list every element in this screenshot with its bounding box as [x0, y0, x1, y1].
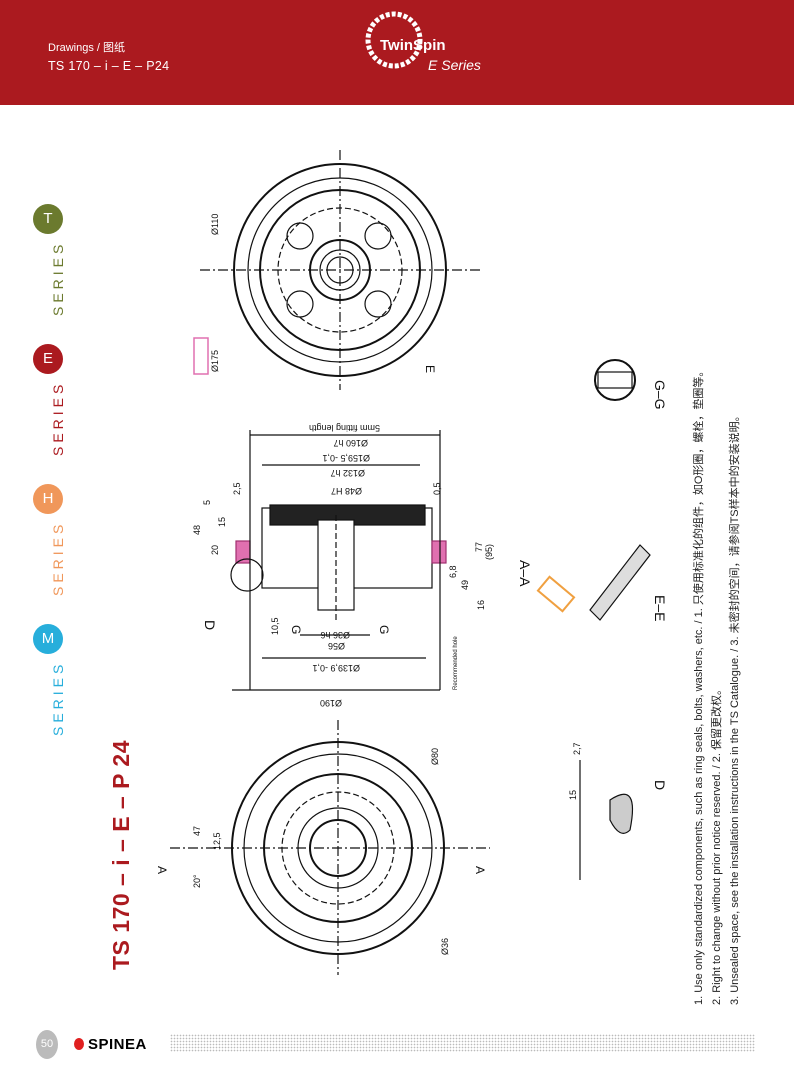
cut-a-label: A [155, 866, 169, 874]
cut-a-label: A [473, 866, 487, 874]
dim: 20 [210, 545, 220, 555]
dim: Ø139,9 -0,1 [312, 663, 360, 673]
series-h-badge[interactable]: H [33, 484, 63, 514]
detail-e-label: E–E [652, 595, 668, 621]
series-m-badge[interactable]: M [33, 624, 63, 654]
dim: 5mm fitting length [309, 423, 380, 433]
breadcrumb: Drawings / 图纸 [48, 42, 126, 54]
dim: 15 [217, 517, 227, 527]
cut-g-label: G [377, 625, 391, 634]
section-label: A–A [517, 560, 533, 587]
note-3: 3. Unsealed space, see the installation … [729, 410, 741, 1005]
dim: Ø160 h7 [333, 438, 368, 448]
cut-g-label: G [289, 625, 303, 634]
header-banner: Drawings / 图纸 TS 170 – i – E – P24 TwinS… [0, 0, 794, 105]
dim: 2,7 [572, 742, 582, 755]
series-e-badge[interactable]: E [33, 344, 63, 374]
drawing-code: TS 170 – i – E – P24 [48, 59, 170, 73]
note-1: 1. Use only standardized components, suc… [693, 365, 705, 1005]
dim: 15 [568, 790, 578, 800]
flange-view-bottom [170, 720, 490, 975]
dim: 47 [192, 826, 202, 836]
section-a-a [230, 430, 447, 691]
dim: Ø132 h7 [330, 468, 365, 478]
series-t-badge[interactable]: T [33, 204, 63, 234]
dim: 2,5 [232, 482, 242, 495]
twinspin-logo: TwinSpin E Series [365, 11, 481, 73]
dim: 12,5 [212, 832, 222, 850]
dim: Ø36 [440, 938, 450, 955]
dim: Ø36 h6 [320, 630, 350, 640]
flange-view-top [200, 150, 480, 390]
detail-g-g [594, 359, 636, 401]
dim: 10,5 [270, 617, 280, 635]
detail-d-label: D [652, 780, 668, 790]
dim: Ø190 [320, 698, 342, 708]
brand-logo: SPINEA [88, 1036, 147, 1053]
dim: Ø110 [210, 214, 220, 235]
svg-text:E Series: E Series [428, 57, 481, 73]
page-number: 50 [36, 1030, 58, 1059]
note-2: 2. Right to change without prior notice … [711, 684, 723, 1005]
dim: (95) [484, 544, 494, 560]
dim: 20° [192, 874, 202, 888]
svg-text:TwinSpin: TwinSpin [380, 37, 446, 54]
cut-e-label: E [423, 365, 437, 373]
dim: Ø56 [328, 641, 345, 651]
detail-e-e [536, 544, 651, 621]
dim: Recommended hole [453, 636, 459, 690]
dim: 0,5 [432, 482, 442, 495]
dim: 6,8 [448, 565, 458, 578]
dim: 48 [192, 525, 202, 535]
detail-d [579, 760, 634, 880]
cut-d-label: D [202, 620, 218, 630]
dim: 5 [202, 500, 212, 505]
dim: Ø159,5 -0,1 [322, 453, 370, 463]
dim: Ø80 [430, 748, 440, 765]
dim: 49 [460, 580, 470, 590]
dim: Ø175 [210, 350, 220, 372]
dim: 77 [474, 542, 484, 552]
footer-dot-band [170, 1034, 755, 1052]
spinea-logo-icon [74, 1038, 84, 1050]
detail-g-label: G–G [652, 380, 668, 410]
dim: 16 [476, 600, 486, 610]
dim: Ø48 H7 [331, 486, 362, 496]
